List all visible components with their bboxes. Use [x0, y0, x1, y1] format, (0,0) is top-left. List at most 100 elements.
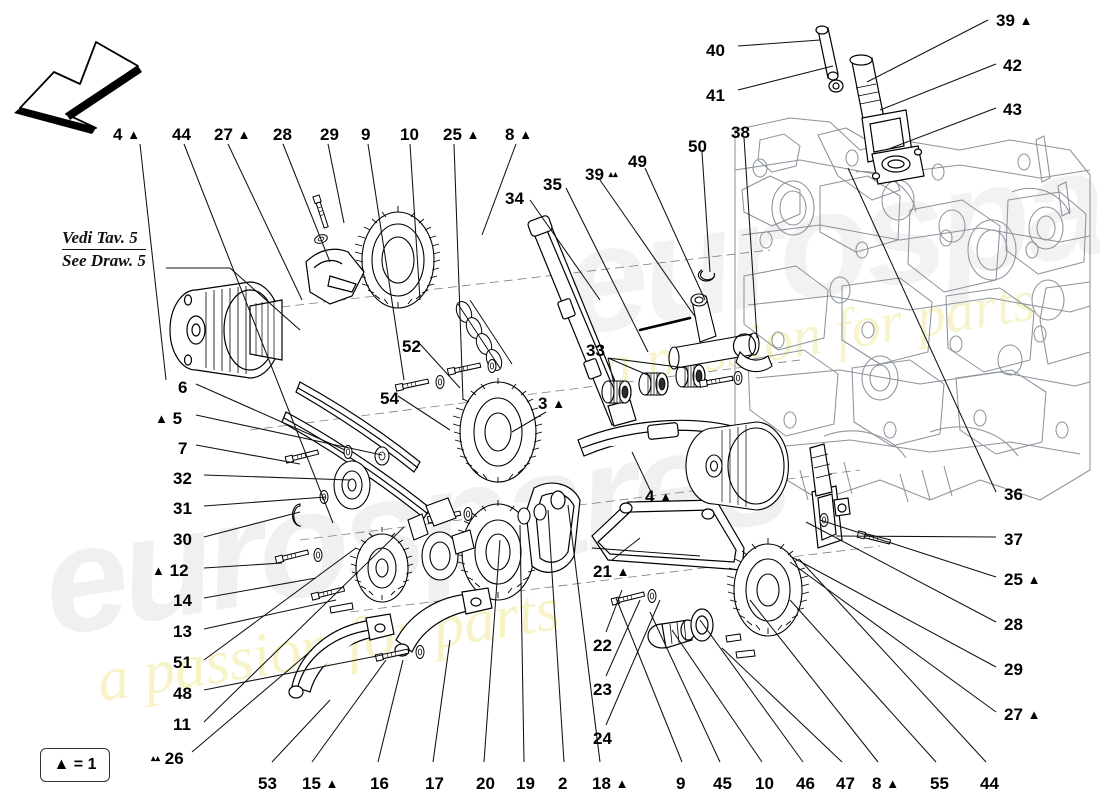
callout-number: 11: [173, 715, 191, 734]
callout-number: 25: [1004, 570, 1023, 589]
hydraulic-tensioner-37: [809, 443, 851, 549]
callout-50[interactable]: 50: [688, 138, 707, 155]
callout-35[interactable]: 35: [543, 176, 562, 193]
callout-46[interactable]: 46: [796, 775, 815, 792]
callout-21[interactable]: 21 ▲: [593, 563, 630, 580]
callout-55[interactable]: 55: [930, 775, 949, 792]
callout-42[interactable]: 42: [1003, 57, 1022, 74]
callout-40[interactable]: 40: [706, 42, 725, 59]
callout-number: 28: [273, 125, 292, 144]
callout-19[interactable]: 19: [516, 775, 535, 792]
callout-52[interactable]: 52: [402, 338, 421, 355]
callout-38[interactable]: 38: [731, 124, 750, 141]
callout-number: 7: [178, 439, 188, 458]
callout-30[interactable]: 30: [173, 531, 192, 548]
callout-48[interactable]: 48: [173, 685, 192, 702]
callout-32[interactable]: 32: [173, 470, 192, 487]
callout-43[interactable]: 43: [1003, 101, 1022, 118]
callout-4[interactable]: 4 ▲: [113, 126, 140, 143]
triangle-marker-icon: ▲: [659, 489, 673, 504]
callout-26[interactable]: ▴▴ 26: [151, 750, 184, 767]
direction-arrow-icon: [14, 41, 142, 134]
callout-number: 43: [1003, 100, 1022, 119]
callout-39[interactable]: 39 ▴▴: [585, 166, 618, 183]
callout-24[interactable]: 24: [593, 730, 612, 747]
callout-13[interactable]: 13: [173, 623, 192, 640]
callout-54[interactable]: 54: [380, 390, 399, 407]
callout-44[interactable]: 44: [172, 126, 191, 143]
callout-number: 52: [402, 337, 421, 356]
callout-4[interactable]: 4 ▲: [645, 488, 672, 505]
callout-number: 53: [258, 774, 277, 793]
callout-44[interactable]: 44: [980, 775, 999, 792]
callout-9[interactable]: 9: [676, 775, 685, 792]
callout-10[interactable]: 10: [400, 126, 419, 143]
callout-33[interactable]: 33: [586, 342, 605, 359]
callout-number: 38: [731, 123, 750, 142]
triangle-marker-icon: ▲: [616, 564, 630, 579]
callout-36[interactable]: 36: [1004, 486, 1023, 503]
triangle-marker-icon: ▲: [1019, 13, 1033, 28]
callout-number: 28: [1004, 615, 1023, 634]
callout-27[interactable]: 27 ▲: [1004, 706, 1041, 723]
callout-number: 6: [178, 378, 188, 397]
callout-2[interactable]: 2: [558, 775, 567, 792]
callout-number: 46: [796, 774, 815, 793]
callout-number: 2: [558, 774, 568, 793]
callout-39[interactable]: 39 ▲: [996, 12, 1033, 29]
callout-14[interactable]: 14: [173, 592, 192, 609]
callout-22[interactable]: 22: [593, 637, 612, 654]
callout-number: 31: [173, 499, 192, 518]
chain-tensioner-shoe: [305, 248, 365, 305]
triangle-marker-icon: ▲: [325, 776, 339, 791]
callout-20[interactable]: 20: [476, 775, 495, 792]
callout-34[interactable]: 34: [505, 190, 524, 207]
callout-28[interactable]: 28: [1004, 616, 1023, 633]
callout-41[interactable]: 41: [706, 87, 725, 104]
callout-18[interactable]: 18 ▲: [592, 775, 629, 792]
callout-number: 3: [538, 394, 548, 413]
callout-3[interactable]: 3 ▲: [538, 395, 565, 412]
triangle-marker-icon: ▲: [237, 127, 251, 142]
callout-27[interactable]: 27 ▲: [214, 126, 251, 143]
triangle-marker-icon: ▲: [466, 127, 480, 142]
callout-7[interactable]: 7: [178, 440, 187, 457]
callout-16[interactable]: 16: [370, 775, 389, 792]
callout-5[interactable]: ▲ 5: [155, 410, 182, 427]
callout-51[interactable]: 51: [173, 654, 192, 671]
callout-45[interactable]: 45: [713, 775, 732, 792]
callout-number: 18: [592, 774, 611, 793]
rocker-shaft-assembly: [638, 269, 773, 388]
callout-number: 12: [169, 561, 189, 580]
callout-49[interactable]: 49: [628, 153, 647, 170]
callout-number: 37: [1004, 530, 1023, 549]
callout-53[interactable]: 53: [258, 775, 277, 792]
callout-47[interactable]: 47: [836, 775, 855, 792]
callout-29[interactable]: 29: [1004, 661, 1023, 678]
callout-number: 15: [302, 774, 321, 793]
callout-number: 45: [713, 774, 732, 793]
callout-6[interactable]: 6: [178, 379, 187, 396]
callout-11[interactable]: 11: [173, 716, 191, 733]
callout-23[interactable]: 23: [593, 681, 612, 698]
callout-25[interactable]: 25 ▲: [1004, 571, 1041, 588]
callout-number: 8: [505, 125, 515, 144]
callout-17[interactable]: 17: [425, 775, 444, 792]
callout-number: 23: [593, 680, 612, 699]
oil-pump-drive-assembly: [815, 25, 925, 185]
callout-25[interactable]: 25 ▲: [443, 126, 480, 143]
callout-10[interactable]: 10: [755, 775, 774, 792]
callout-8[interactable]: 8 ▲: [872, 775, 899, 792]
callout-8[interactable]: 8 ▲: [505, 126, 532, 143]
tensioner-arm-3: [525, 482, 581, 573]
callout-28[interactable]: 28: [273, 126, 292, 143]
callout-12[interactable]: ▲ 12: [152, 562, 189, 579]
callout-37[interactable]: 37: [1004, 531, 1023, 548]
callout-number: 41: [706, 86, 725, 105]
callout-number: 22: [593, 636, 612, 655]
callout-31[interactable]: 31: [173, 500, 192, 517]
callout-15[interactable]: 15 ▲: [302, 775, 339, 792]
callout-29[interactable]: 29: [320, 126, 339, 143]
callout-9[interactable]: 9: [361, 126, 370, 143]
